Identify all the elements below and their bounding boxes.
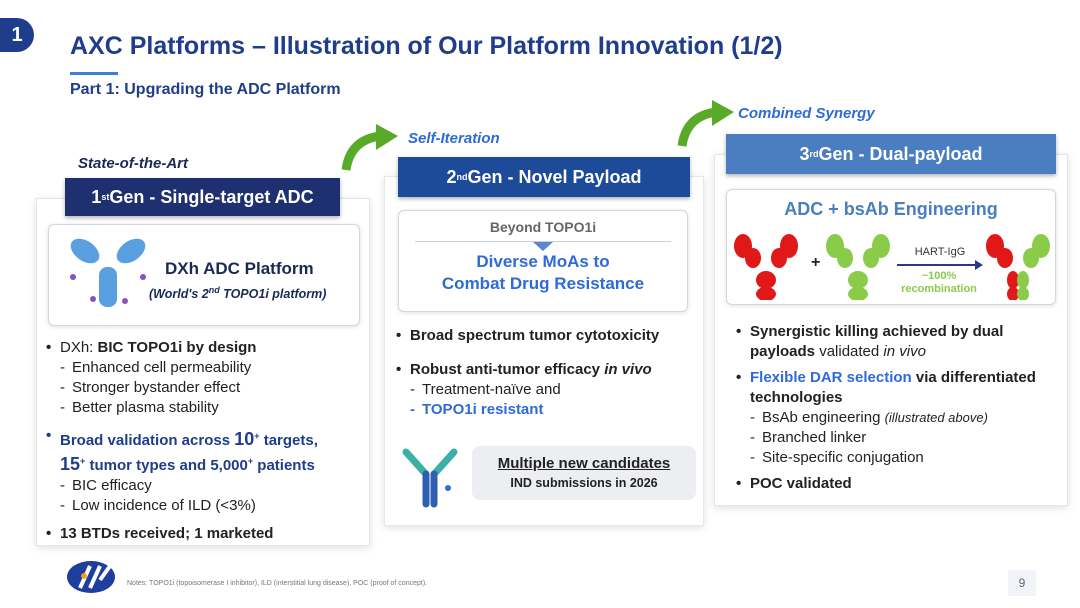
sub-bullet: BsAb engineering (illustrated above): [736, 408, 1056, 428]
bullet: DXh: BIC TOPO1i by design: [46, 338, 366, 358]
green-arrow-icon: [677, 100, 734, 147]
col1-bullets: DXh: BIC TOPO1i by design Enhanced cell …: [46, 334, 366, 544]
candidates-title: Multiple new candidates: [497, 455, 671, 472]
arrow-right-icon: [897, 260, 983, 270]
gen-sup: st: [101, 192, 110, 202]
bullet: Broad validation across 10+ targets,15+ …: [46, 426, 366, 476]
sub-bullet: Better plasma stability: [46, 398, 366, 418]
section-badge: 1: [0, 18, 34, 52]
bsab-title: ADC + bsAb Engineering: [784, 199, 998, 219]
platform-subtitle: (World's 2nd TOPO1i platform): [149, 285, 327, 302]
footer-notes: Notes: TOPO1i (topoisomerase I inhibitor…: [127, 580, 428, 587]
antibody-icon: [70, 238, 146, 307]
company-logo: [67, 561, 115, 593]
candidates-box: Multiple new candidates IND submissions …: [472, 446, 696, 500]
sub-bullet: BIC efficacy: [46, 476, 366, 496]
platform-title: DXh ADC Platform: [165, 259, 314, 278]
bispecific-antibody-icon: [986, 234, 1050, 300]
page-number: 9: [1008, 570, 1036, 596]
bullet: 13 BTDs received; 1 marketed: [46, 524, 366, 544]
gen-number: 1: [91, 186, 102, 207]
bullet: Synergistic killing achieved by dual pay…: [736, 322, 1056, 362]
bullet: Robust anti-tumor efficacy in vivo: [396, 360, 696, 380]
sub-bullet: Treatment-naïve and: [396, 380, 696, 400]
bullet: POC validated: [736, 474, 1056, 494]
title-underline: [70, 72, 118, 75]
red-antibody-icon: [734, 234, 798, 300]
antibody-icon: [402, 448, 458, 508]
bullet: Flexible DAR selection via differentiate…: [736, 368, 1056, 408]
sub-bullet: Enhanced cell permeability: [46, 358, 366, 378]
green-arrow-icon: [341, 124, 398, 171]
bsab-box: ADC + bsAb Engineering + HART-IgG ~100%r…: [726, 189, 1056, 305]
col3-bullets: Synergistic killing achieved by dual pay…: [736, 318, 1056, 494]
hart-igg-label: HART-IgG: [914, 246, 966, 258]
sub-bullet: TOPO1i resistant: [396, 400, 696, 420]
green-antibody-icon: [826, 234, 890, 300]
slide-title: AXC Platforms – Illustration of Our Plat…: [70, 32, 783, 60]
sub-bullet: Branched linker: [736, 428, 1056, 448]
gen-label: Gen - Single-target ADC: [109, 186, 314, 207]
sub-bullet: Site-specific conjugation: [736, 448, 1056, 468]
col1-tag: State-of-the-Art: [78, 155, 188, 172]
sub-bullet: Stronger bystander effect: [46, 378, 366, 398]
col2-bullets: Broad spectrum tumor cytotoxicity Robust…: [396, 322, 696, 420]
moa-box-top: Beyond TOPO1i: [489, 219, 597, 235]
candidates-sub: IND submissions in 2026: [510, 476, 658, 490]
plus-sign: +: [811, 254, 821, 271]
sub-bullet: Low incidence of ILD (<3%): [46, 496, 366, 516]
bullet: Broad spectrum tumor cytotoxicity: [396, 326, 696, 346]
recombination-label: ~100%recombination: [901, 270, 977, 295]
slide-subtitle: Part 1: Upgrading the ADC Platform: [70, 81, 341, 98]
col3-tag: Combined Synergy: [738, 105, 875, 122]
platform-box: DXh ADC Platform (World's 2nd TOPO1i pla…: [48, 224, 360, 326]
col2-tag: Self-Iteration: [408, 130, 500, 147]
